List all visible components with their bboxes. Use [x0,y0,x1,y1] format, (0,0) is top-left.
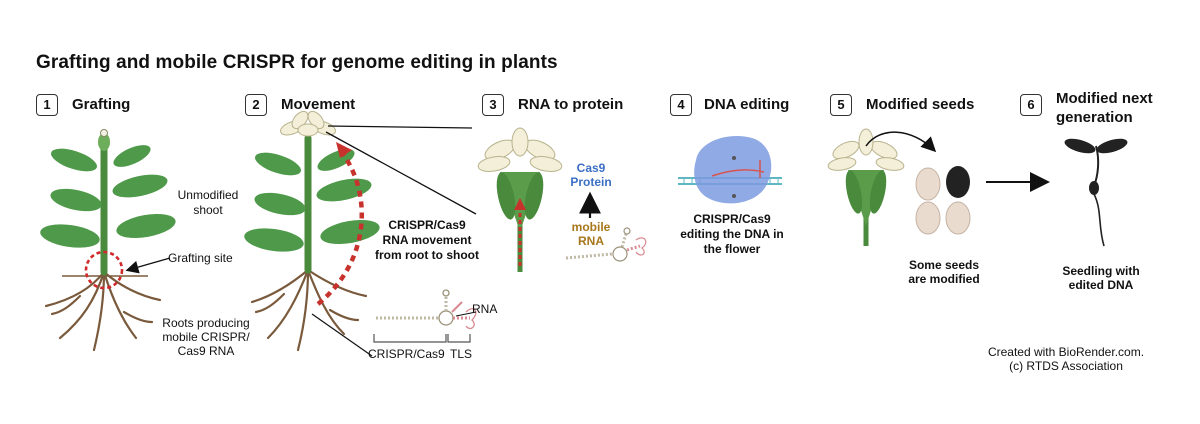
editing-label-2: editing the DNA in [680,227,784,241]
plant-1-illustration [40,129,176,352]
step-3-label: RNA to protein [518,96,624,113]
credit-line-1: Created with BioRender.com. [987,345,1145,359]
movement-label-2: RNA movement [382,233,472,247]
crispr-cas9-bracket-label: CRISPR/Cas9 [368,347,445,361]
rna-bracket [373,334,471,343]
mobile-rna-label-1: mobile [571,220,611,234]
plant-2-illustration [244,110,380,352]
cas9-label-1: Cas9 [576,161,606,175]
step-3-flower [477,127,563,272]
seeds-group [915,166,971,235]
step-1-label: Grafting [72,96,131,113]
step-6-number: 6 [1020,94,1042,116]
rna-label: RNA [472,302,498,316]
seedling-label-2: edited DNA [1068,278,1134,292]
step-2-number: 2 [245,94,267,116]
roots-label-1: Roots producing [162,316,250,330]
step-6-label-line2: generation [1056,109,1133,126]
movement-arrow [316,148,365,306]
editing-label-1: CRISPR/Cas9 [693,212,771,226]
cas9-dna-complex [678,136,782,204]
grafting-site-marker [84,250,124,290]
step-5-label: Modified seeds [866,96,975,113]
plant-2-roots [250,268,368,352]
movement-label-1: CRISPR/Cas9 [388,218,466,232]
roots-label-3: Cas9 RNA [177,344,235,358]
unmodified-shoot-label-1: Unmodified [177,188,239,202]
movement-label-3: from root to shoot [375,248,479,262]
seedling-label-1: Seedling with [1062,264,1140,278]
mobile-rna-label-2: RNA [578,234,604,248]
step-5-flower [827,128,905,246]
unmodified-shoot-label-2: shoot [193,203,223,217]
tls-bracket-label: TLS [450,347,473,361]
plant-1-leaves [40,145,176,248]
cas9-label-2: Protein [570,175,612,189]
step-2-label: Movement [281,96,356,113]
roots-label-2: mobile CRISPR/ [162,330,250,344]
rna-structure-2 [565,227,647,262]
page-title: Grafting and mobile CRISPR for genome ed… [36,52,558,73]
step-3-number: 3 [482,94,504,116]
plant-1-roots [44,270,162,352]
grafting-site-label: Grafting site [168,251,233,265]
seeds-label-1: Some seeds [908,258,980,272]
editing-label-3: the flower [703,242,761,256]
step-4-number: 4 [670,94,692,116]
credit-line-2: (c) RTDS Association [1009,359,1123,373]
plant-2-flower [280,110,336,137]
step-6-label-line1: Modified next [1056,90,1153,107]
seedling-illustration [1064,138,1128,247]
step-1-number: 1 [36,94,58,116]
seeds-label-2: are modified [908,272,980,286]
rna-structure-1 [376,289,477,330]
step-5-number: 5 [830,94,852,116]
step-4-label: DNA editing [704,96,790,113]
